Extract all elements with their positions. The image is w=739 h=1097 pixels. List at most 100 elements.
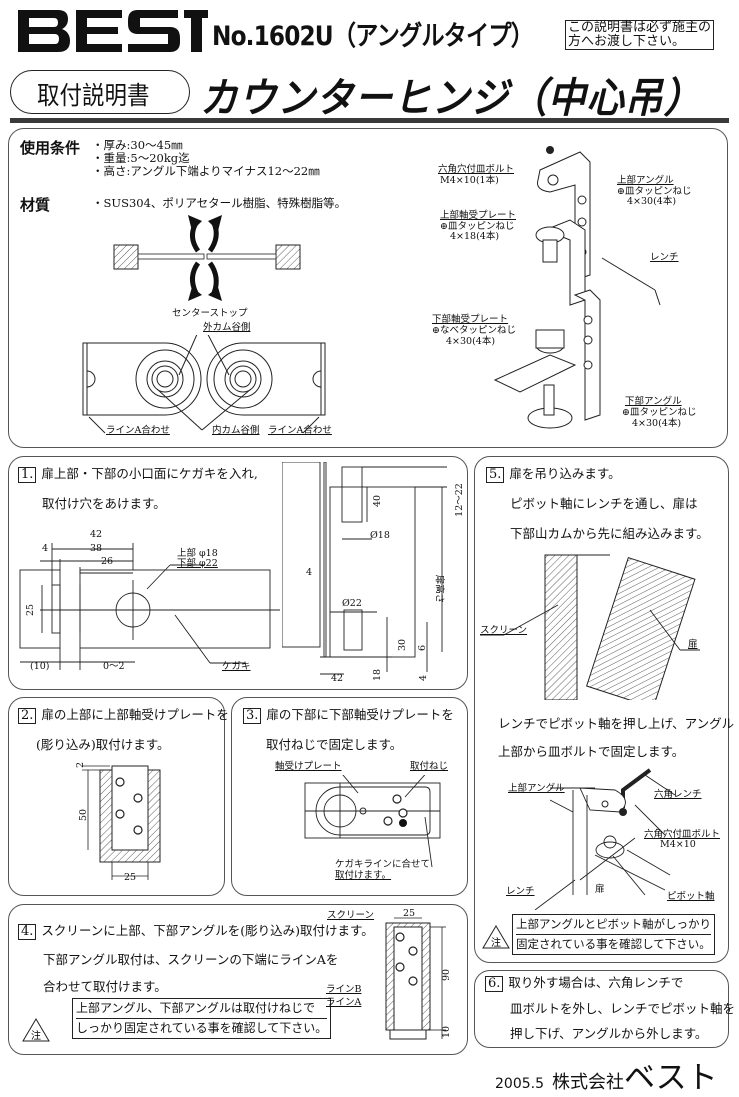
spec-panel [8,128,728,448]
caution-icon: 注 [482,925,510,949]
company-prefix: 株式会社 [552,1072,624,1093]
step-5-line-2: ピボット軸にレンチを通し、扉は [510,496,698,511]
hole-upper-dia: 上部 φ18 [177,548,218,559]
notice-line-1: この説明書は必ず施主の [568,20,712,35]
side-dim-30: 30 [397,638,409,652]
part-bolt-name: 六角穴付皿ボルト [438,164,515,175]
step-2-line-1: 扉の上部に上部軸受けプレートを [41,707,229,722]
usage-label: 使用条件 [20,139,81,157]
mounting-screw-label: 取付ねじ [410,761,449,772]
step-3-note-1: ケガキラインに合せて [335,859,431,870]
step-3-panel [231,697,468,896]
screw-icon [395,932,418,986]
door-right [206,253,277,260]
material-text: ・SUS304、ポリアセタール樹脂、特殊樹脂等。 [92,196,347,210]
step-4-instruction: 4. スクリーンに上部、下部アングルを(彫り込み)取付けます。 [18,924,374,940]
caution-line-1: 上部アングルとピボット軸がしっかり [516,915,712,935]
fix-bolt-label: 六角穴付皿ボルト [644,829,721,840]
part-lower-plate-screw-spec: 4×30(4本) [446,336,496,347]
caution-mark: 注 [491,936,501,949]
exploded-parts-diagram [493,146,661,429]
side-dim-40: 40 [372,494,384,508]
notice-line-2: 方へお渡し下さい。 [568,34,686,49]
lower-angle [573,289,601,421]
inner-cam-label: 内カム谷側 [212,425,260,436]
outer-cam-label: 外カム谷側 [203,322,251,333]
doc-type-label: 取付説明書 [37,81,150,110]
material-label: 材質 [20,196,51,214]
step-number: 5. [486,467,505,483]
dim-25: 25 [124,872,137,883]
bearing-plate-label: 軸受けプレート [275,761,342,772]
part-bolt-spec: M4×10(1本) [440,175,499,186]
step-4-line-2: 下部アングル取付は、スクリーンの下端にラインAを [43,952,339,967]
dim-0-2: 0〜2 [103,661,125,672]
doc-type-badge: 取付説明書 [10,70,190,114]
step-1-line-1: 扉上部・下部の小口面にケガキを入れ, [41,466,258,481]
part-upper-angle-screw-spec: 4×30(4本) [627,196,677,207]
line-b-label: ラインB [326,984,362,995]
step-number: 6. [485,976,504,992]
part-lower-plate: 下部軸受プレート [432,314,509,325]
side-dim-42: 42 [331,673,344,684]
wall-right [275,244,301,270]
step-1-line-2: 取付け穴をあけます。 [42,496,166,511]
side-dim-d22: Ø22 [342,598,362,609]
screw-icon [115,777,143,835]
dim-50: 50 [78,808,90,822]
step-4-drawing [385,917,446,1040]
owner-notice: この説明書は必ず施主の 方へお渡し下さい。 [565,20,715,50]
step-1-instruction: 1. 扉上部・下部の小口面にケガキを入れ, [18,467,258,483]
step-1-side-drawing [282,462,447,675]
step-5-line-5: 上部から皿ボルトで固定します。 [498,744,685,759]
step-5-line-1: 扉を吊り込みます。 [509,466,621,481]
step-5-instruction: 5. 扉を吊り込みます。 [486,467,621,483]
part-lower-angle-screw-spec: 4×30(4本) [632,418,682,429]
side-door-height: 扉高さ [433,574,445,604]
dim-25: 25 [403,908,416,919]
step-4-line-3: 合わせて取付けます。 [43,979,167,994]
dim-10: 10 [441,1025,453,1039]
fix-bolt-spec: M4×10 [660,839,696,850]
step-2-drawing [82,765,161,880]
fix-upper-angle-label: 上部アングル [508,783,565,794]
part-upper-angle-screw: ⊕皿タッピンねじ [617,186,692,197]
step-3-instruction: 3.扉の下部に下部軸受けプレートを [243,708,454,724]
step-3-drawing [304,775,441,868]
part-upper-plate-screw-spec: 4×18(4本) [450,231,500,242]
part-upper-angle: 上部アングル [617,175,674,186]
step-6-line-1: 取り外す場合は、六角レンチで [508,975,684,990]
screen-label: スクリーン [327,910,375,921]
side-dim-d18: Ø18 [370,530,390,541]
side-dim-4: 4 [306,567,313,578]
dim-2: 2 [75,761,87,769]
caution-icon: 注 [22,1018,50,1042]
step-6-instruction: 6. 取り外す場合は、六角レンチで [485,976,683,992]
step-number: 1. [18,467,37,483]
side-dim-6: 6 [417,644,429,652]
dim-10: (10) [30,661,50,672]
page-title: カウンターヒンジ（中心吊） [200,74,703,122]
dim-42: 42 [90,529,103,540]
step-5-caution: 上部アングルとピボット軸がしっかり 固定されている事を確認して下さい。 [512,914,716,955]
fix-door-label: 扉 [595,884,605,895]
usage-item: ・重量:5〜20kg迄 [92,151,190,165]
dim-4: 4 [42,543,49,554]
cam-plates-diagram [82,335,326,434]
line-a-label: ラインA [326,997,362,1008]
caution-line-1: 上部アングル、下部アングルは取付けねじで [76,999,328,1019]
line-a-label-left: ラインA合わせ [106,425,170,436]
line-a-label-right: ラインA合わせ [268,425,332,436]
step-6-line-3: 押し下げ、アングルから外します。 [510,1026,708,1041]
part-upper-plate-screw: ⊕皿タッピンねじ [440,221,515,232]
step-4-line-1: スクリーンに上部、下部アングルを(彫り込み)取付けます。 [41,923,374,938]
step-3-note-2: 取付けます。 [335,870,392,881]
scribe-label: ケガキ [222,661,251,672]
fix-wrench-label: レンチ [506,886,535,897]
step-number: 3. [243,708,262,724]
step-number: 4. [18,924,37,940]
company-name: ベスト [624,1060,718,1096]
dim-38: 38 [90,543,103,554]
step-2-line-2: (彫り込み)取付けます。 [36,737,170,752]
side-dim-12-22: 12〜22 [453,483,465,517]
